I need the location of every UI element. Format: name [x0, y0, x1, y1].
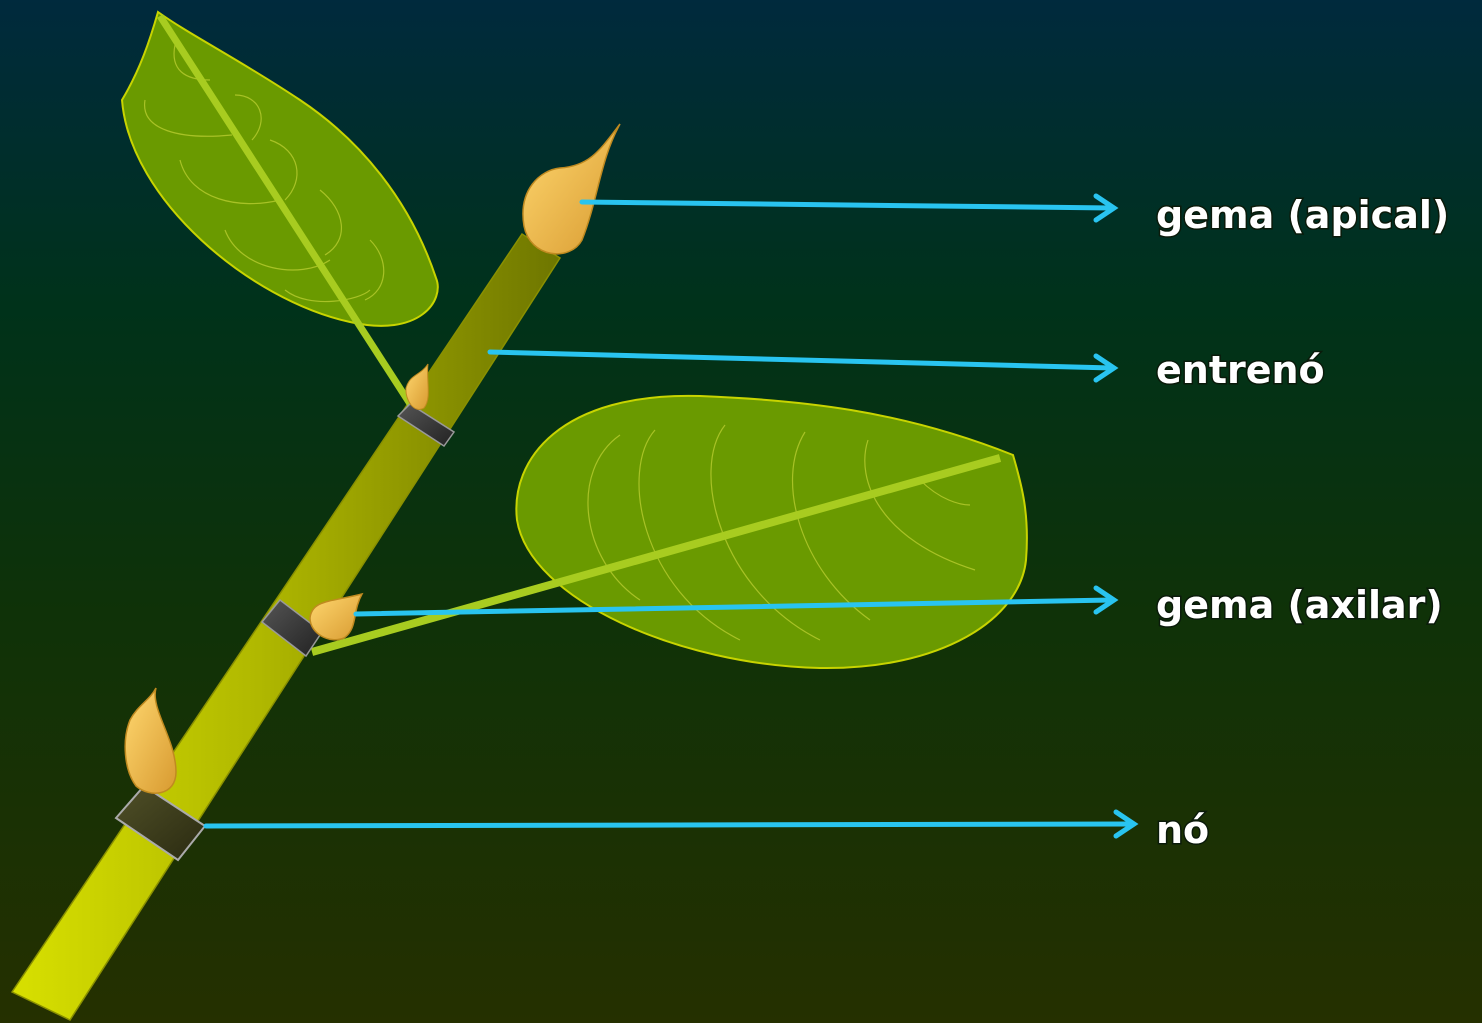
upper-leaf [122, 12, 438, 326]
arrow-apical-bud [582, 196, 1114, 220]
arrow-internode [490, 352, 1114, 380]
lower-leaf [516, 396, 1027, 668]
arrow-node [206, 812, 1134, 836]
upper-axillary-bud [406, 364, 428, 409]
apical-bud [523, 124, 620, 254]
label-node: nó [1156, 808, 1209, 852]
label-internode: entrenó [1156, 348, 1325, 392]
label-axillary-bud: gema (axilar) [1156, 583, 1443, 627]
label-apical-bud: gema (apical) [1156, 193, 1449, 237]
lower-bud [125, 688, 176, 793]
